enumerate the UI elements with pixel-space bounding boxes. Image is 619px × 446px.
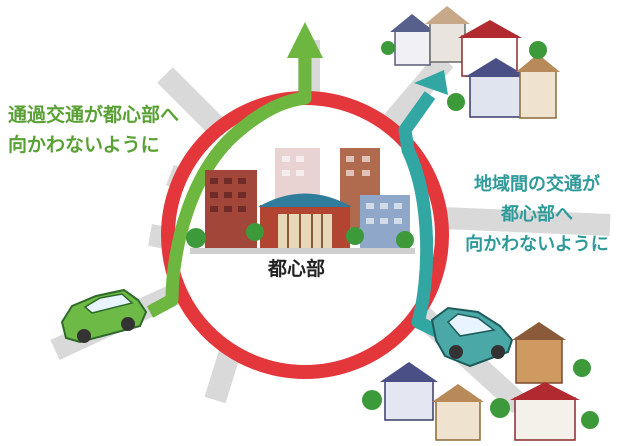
city-center-label: 都心部 [268, 258, 326, 280]
house-icon [381, 6, 560, 119]
right-label-line-3: 向かわないように [465, 234, 609, 255]
bypass-through-traffic-label: 通過交通が都心部へ 向かわないように [8, 100, 179, 160]
green-car-icon [60, 288, 148, 344]
city-buildings-icon [186, 148, 415, 254]
bypass-regional-traffic-label: 地域間の交通が 都心部へ 向かわないように [455, 170, 619, 260]
green-bypass-arrow [146, 22, 323, 318]
teal-car-icon [430, 306, 514, 368]
left-label-line-1: 通過交通が都心部へ [8, 104, 180, 126]
right-label-line-1: 地域間の交通が [474, 174, 600, 195]
house-icon [362, 322, 599, 441]
teal-bypass-arrow [398, 70, 448, 341]
left-label-line-2: 向かわないように [8, 134, 160, 156]
right-label-line-2: 都心部へ [501, 204, 573, 225]
